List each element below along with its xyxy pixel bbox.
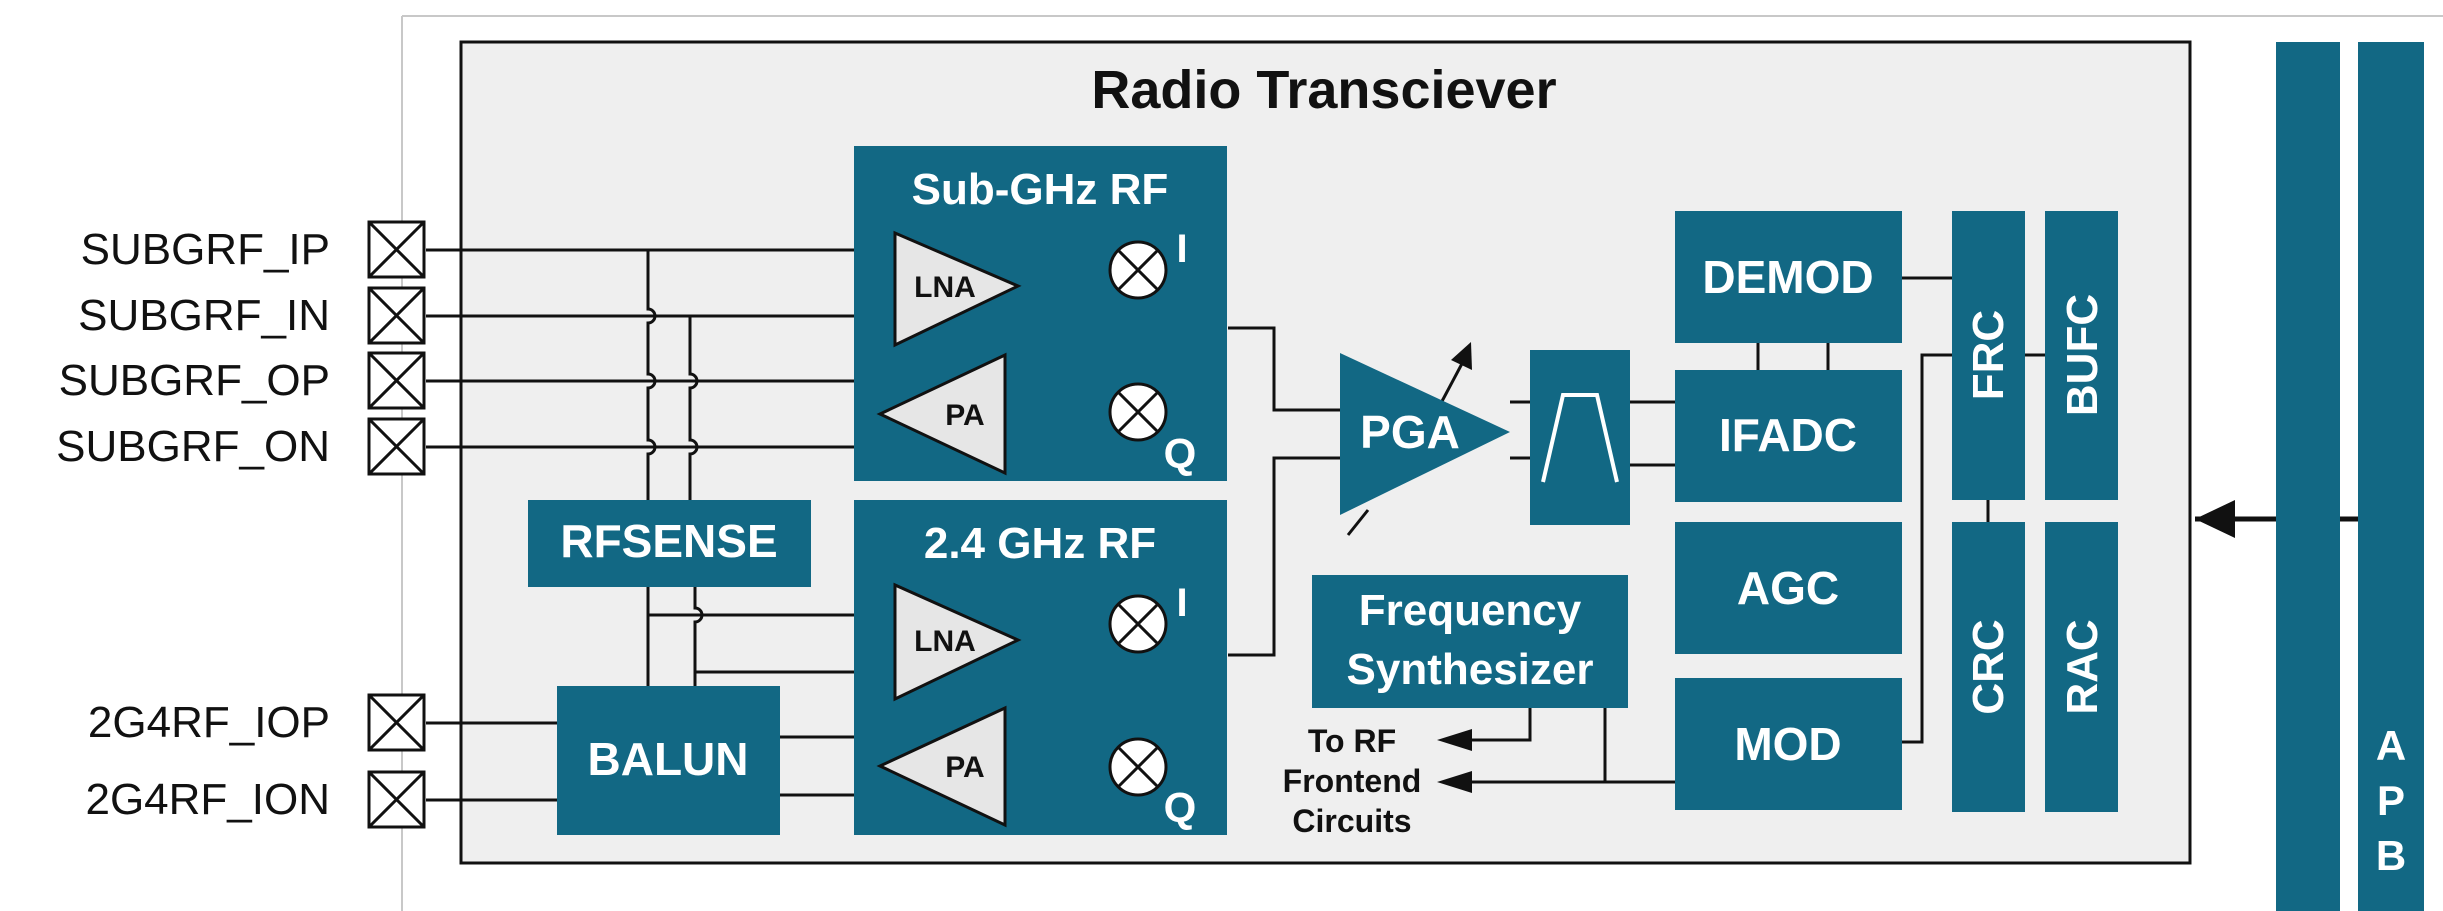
ghz24-pa-label: PA	[945, 751, 984, 784]
pin-2g4rf-ion: 2G4RF_ION	[85, 770, 426, 829]
rfsense-block: RFSENSE	[528, 500, 811, 587]
subghz-pa-label: PA	[945, 399, 984, 432]
subghz-q-label: Q	[1164, 430, 1197, 477]
subghz-lna-label: LNA	[914, 271, 976, 304]
rfsense-label: RFSENSE	[560, 515, 777, 567]
pin-label: SUBGRF_IP	[81, 225, 330, 274]
frontend-note-line3: Circuits	[1292, 803, 1411, 839]
to-frontend-arrow-2	[1437, 771, 1472, 793]
to-frontend-arrow-1	[1437, 729, 1472, 751]
apb-letter-b: B	[2376, 832, 2406, 879]
frc-block: FRC	[1952, 211, 2025, 500]
agc-block: AGC	[1675, 522, 1902, 654]
rac-block: RAC	[2045, 522, 2118, 812]
ghz24-q-label: Q	[1164, 784, 1197, 831]
pin-cross-icon	[367, 770, 426, 829]
mod-block: MOD	[1675, 678, 1902, 810]
ghz24-rf-title: 2.4 GHz RF	[924, 519, 1156, 568]
pin-label: 2G4RF_IOP	[88, 698, 330, 747]
ghz24-i-label: I	[1176, 581, 1187, 625]
ifadc-box	[1675, 370, 1902, 502]
subghz-mixer-i-cross-icon	[1116, 248, 1160, 292]
pin-subgrf-op: SUBGRF_OP	[59, 351, 426, 410]
freq-synth-line2: Synthesizer	[1347, 645, 1594, 694]
pga-label: PGA	[1360, 406, 1460, 458]
ghz24-pa-triangle	[876, 705, 1007, 828]
pin-cross-icon	[367, 286, 426, 345]
pin-cross-icon	[367, 351, 426, 410]
pin-subgrf-ip: SUBGRF_IP	[81, 220, 426, 279]
pga-block: PGA	[1340, 353, 1510, 515]
ifadc-label: IFADC	[1719, 409, 1857, 461]
crc-label: CRC	[1964, 619, 2013, 714]
agc-box	[1675, 522, 1902, 654]
frequency-synthesizer-block: Frequency Synthesizer	[1312, 575, 1628, 708]
apb-bus: A P B	[2276, 42, 2424, 911]
pin-cross-icon	[367, 417, 426, 476]
demod-block: DEMOD	[1675, 211, 1902, 343]
mod-box	[1675, 678, 1902, 810]
frc-label: FRC	[1964, 310, 2013, 400]
subghz-rf-title: Sub-GHz RF	[912, 165, 1169, 214]
pin-label: 2G4RF_ION	[85, 775, 330, 824]
panel-title: Radio Transciever	[1091, 60, 1556, 120]
rfsense-box	[528, 500, 811, 587]
demod-box	[1675, 211, 1902, 343]
frc-box	[1952, 211, 2025, 500]
apb-letter-p: P	[2377, 777, 2405, 824]
balun-label: BALUN	[588, 733, 749, 785]
pin-label: SUBGRF_OP	[59, 356, 330, 405]
rac-label: RAC	[2058, 619, 2107, 714]
ghz24-lna-label: LNA	[914, 625, 976, 658]
ghz24-rf-block: 2.4 GHz RF LNA PA I Q	[854, 500, 1227, 835]
pin-subgrf-in: SUBGRF_IN	[78, 286, 426, 345]
balun-block: BALUN	[557, 686, 780, 835]
pin-2g4rf-iop: 2G4RF_IOP	[88, 693, 426, 752]
rac-box	[2045, 522, 2118, 812]
bufc-block: BUFC	[2045, 211, 2118, 500]
filter-box	[1530, 350, 1630, 525]
ifadc-block: IFADC	[1675, 370, 1902, 502]
crc-block: CRC	[1952, 522, 2025, 812]
freq-synth-line1: Frequency	[1359, 586, 1582, 635]
pga-gain-arrowhead	[1451, 342, 1472, 370]
mod-label: MOD	[1734, 718, 1841, 770]
bufc-box	[2045, 211, 2118, 500]
subghz-mixer-q-cross-icon	[1116, 390, 1160, 434]
bandpass-icon	[1541, 393, 1619, 483]
subghz-i-label: I	[1176, 227, 1187, 271]
frontend-note-line2: Frontend	[1283, 763, 1422, 799]
demod-label: DEMOD	[1702, 251, 1873, 303]
ghz24-mixer-q-cross-icon	[1116, 745, 1160, 789]
freq-synth-box	[1312, 575, 1628, 708]
subghz-lna-triangle	[893, 230, 1022, 348]
subghz-pa-triangle	[876, 352, 1007, 476]
bandpass-filter-block	[1530, 350, 1630, 525]
apb-bar-right	[2358, 42, 2424, 911]
pin-cross-icon	[367, 693, 426, 752]
pga-triangle	[1340, 353, 1510, 515]
ghz24-lna-triangle	[893, 582, 1022, 702]
ghz24-mixer-i-cross-icon	[1116, 602, 1160, 646]
balun-box	[557, 686, 780, 835]
bufc-label: BUFC	[2058, 294, 2107, 416]
apb-letter-a: A	[2376, 722, 2406, 769]
apb-arrowhead	[2195, 500, 2235, 538]
pin-cross-icon	[367, 220, 426, 279]
agc-label: AGC	[1737, 562, 1839, 614]
pin-subgrf-on: SUBGRF_ON	[56, 417, 426, 476]
frontend-note-line1: To RF	[1308, 723, 1396, 759]
crc-box	[1952, 522, 2025, 812]
pin-label: SUBGRF_ON	[56, 422, 330, 471]
apb-bar-left	[2276, 42, 2340, 911]
subghz-rf-block: Sub-GHz RF LNA PA I Q	[854, 146, 1227, 481]
pin-label: SUBGRF_IN	[78, 291, 330, 340]
